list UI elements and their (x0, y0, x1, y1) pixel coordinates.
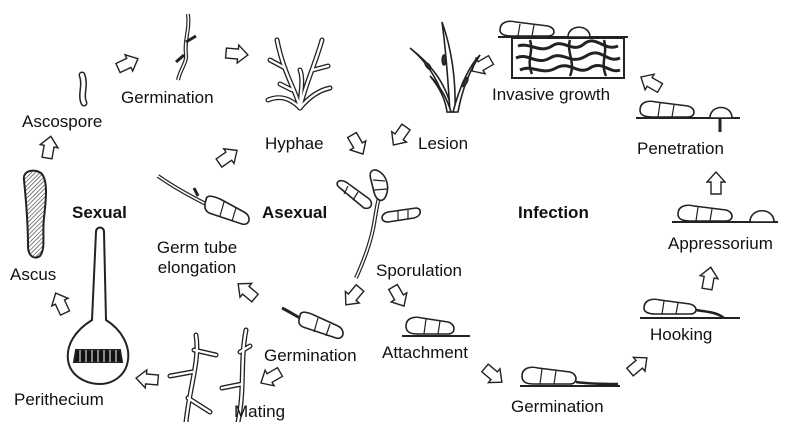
label-appressorium: Appressorium (668, 234, 773, 253)
label-ascospore: Ascospore (22, 112, 102, 131)
arrow-attachment-to-germination (479, 361, 507, 389)
arrow-germination-to-hooking (624, 351, 652, 379)
invasive-growth-drawing (498, 21, 628, 78)
label-germ-tube-line2: elongation (150, 258, 244, 277)
hyphae-drawing (268, 40, 330, 108)
hooking-drawing (640, 299, 740, 318)
arrow-ascospore-to-germination (114, 51, 142, 77)
arrow-sporulation-to-germination (339, 282, 367, 310)
label-attachment: Attachment (382, 343, 468, 362)
label-infection: Infection (518, 203, 589, 222)
label-perithecium: Perithecium (14, 390, 104, 409)
arrow-appressorium-to-penetration (707, 172, 725, 194)
label-germination-bottom: Germination (511, 397, 604, 416)
arrow-germination-to-germtube (232, 277, 260, 305)
label-penetration: Penetration (637, 139, 724, 158)
arrow-germination-to-mating (256, 364, 284, 391)
arrow-perithecium-to-ascus (48, 289, 74, 317)
arrow-germination-to-hyphae (225, 44, 248, 64)
perithecium-drawing (68, 228, 129, 385)
germination-mid-drawing (282, 308, 343, 338)
lesion-drawing (410, 22, 480, 112)
arrow-ascus-to-ascospore (38, 135, 60, 160)
germ-tube-drawing (158, 176, 249, 224)
label-germination-top: Germination (121, 88, 214, 107)
arrow-mating-to-perithecium (135, 369, 158, 389)
arrow-hyphae-to-sporulation (344, 131, 371, 159)
label-lesion: Lesion (418, 134, 468, 153)
attachment-drawing (402, 317, 470, 336)
penetration-drawing (636, 101, 740, 132)
label-germ-tube-line1: Germ tube (150, 238, 244, 257)
label-asexual: Asexual (262, 203, 327, 222)
germination-bottom-drawing (520, 367, 620, 386)
label-germination-mid: Germination (264, 346, 357, 365)
arrow-hooking-to-appressorium (698, 266, 720, 291)
arrow-germtube-to-hyphae (214, 143, 242, 170)
arrow-lesion-to-sporulation (386, 122, 413, 150)
label-invasive-growth: Invasive growth (492, 85, 610, 104)
germination-top-drawing (176, 14, 196, 80)
ascus-drawing (24, 171, 46, 258)
label-sexual: Sexual (72, 203, 127, 222)
label-sporulation: Sporulation (376, 261, 462, 280)
arrow-sporulation-to-attachment (385, 283, 412, 311)
label-mating: Mating (234, 402, 285, 421)
appressorium-drawing (672, 205, 778, 222)
label-hooking: Hooking (650, 325, 712, 344)
arrow-penetration-to-invasive (636, 69, 664, 96)
label-hyphae: Hyphae (265, 134, 324, 153)
label-ascus: Ascus (10, 265, 56, 284)
